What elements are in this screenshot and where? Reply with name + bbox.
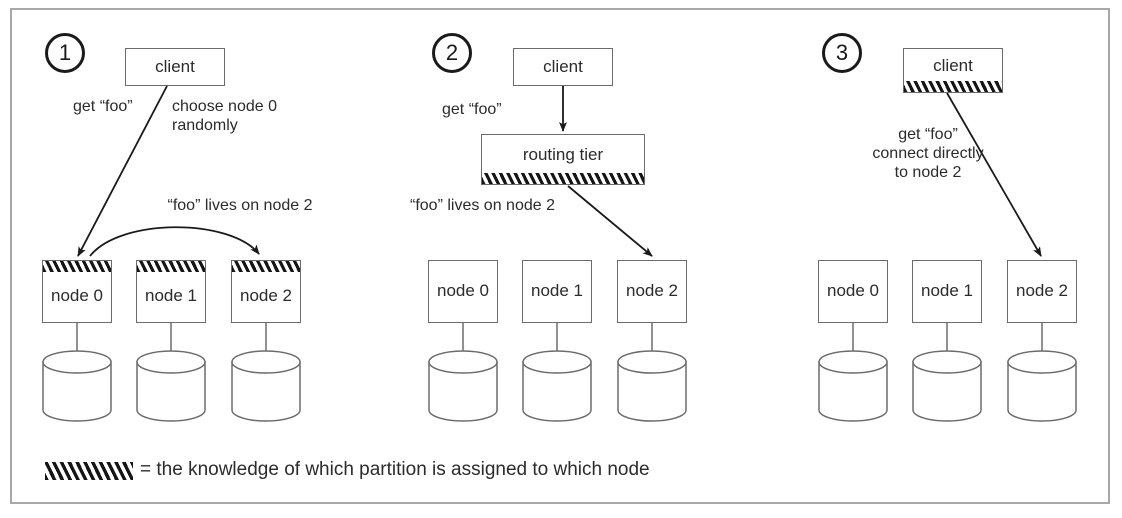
panel2-routing-tier-hatch-icon [482, 173, 644, 184]
panel1-node-2-label: node 2 [240, 286, 292, 305]
panel3-client-box[interactable]: client [903, 48, 1003, 93]
panel2-node-1-label: node 1 [531, 281, 583, 300]
panel1-node-2-box[interactable]: node 2 [231, 260, 301, 323]
panel2-caption-get-foo: get “foo” [442, 101, 502, 118]
panel3-node-1-label: node 1 [921, 281, 973, 300]
panel3-client-label: client [933, 56, 973, 75]
panel2-caption-foo-lives: “foo” lives on node 2 [410, 197, 555, 214]
panel1-node-0-box[interactable]: node 0 [42, 260, 112, 323]
panel3-caption-connect-directly: connect directly [872, 145, 984, 162]
panel2-client-label: client [543, 57, 583, 76]
legend-text: = the knowledge of which partition is as… [140, 459, 650, 480]
panel1-node-2-hatch-icon [232, 261, 300, 272]
panel3-node-1-box[interactable]: node 1 [912, 260, 982, 323]
panel1-caption-randomly: randomly [172, 117, 238, 134]
panel1-node-1-label: node 1 [145, 286, 197, 305]
panel2-client-box[interactable]: client [513, 48, 613, 86]
panel2-node-1-box[interactable]: node 1 [522, 260, 592, 323]
panel2-node-2-label: node 2 [626, 281, 678, 300]
panel3-node-2-box[interactable]: node 2 [1007, 260, 1077, 323]
panel3-store-2-label: “foo” [1025, 375, 1059, 392]
panel1-node-1-box[interactable]: node 1 [136, 260, 206, 323]
panel1-caption-choose-node: choose node 0 [172, 98, 277, 115]
panel1-node-0-label: node 0 [51, 286, 103, 305]
panel1-node-0-hatch-icon [43, 261, 111, 272]
panel2-node-2-box[interactable]: node 2 [617, 260, 687, 323]
panel1-caption-foo-lives: “foo” lives on node 2 [167, 197, 313, 214]
panel2-node-0-label: node 0 [437, 281, 489, 300]
panel1-node-1-hatch-icon [137, 261, 205, 272]
panel3-node-0-label: node 0 [827, 281, 879, 300]
panel1-caption-get-foo: get “foo” [73, 98, 133, 115]
panel-number-2: 2 [432, 33, 472, 73]
panel-number-3: 3 [822, 33, 862, 73]
panel3-client-hatch-icon [904, 81, 1002, 92]
panel1-client-box[interactable]: client [125, 48, 225, 86]
panel2-node-0-box[interactable]: node 0 [428, 260, 498, 323]
panel1-client-label: client [155, 57, 195, 76]
panel-number-1: 1 [45, 33, 85, 73]
panel3-node-0-box[interactable]: node 0 [818, 260, 888, 323]
legend-hatch-swatch-icon [45, 462, 133, 480]
panel2-routing-tier-box[interactable]: routing tier [481, 134, 645, 185]
panel1-store-2-label: “foo” [249, 375, 283, 392]
panel2-routing-tier-label: routing tier [522, 145, 604, 164]
panel3-caption-get-foo: get “foo” [898, 126, 958, 143]
panel3-node-2-label: node 2 [1016, 281, 1068, 300]
panel2-store-2-label: “foo” [635, 375, 669, 392]
panel3-caption-to-node-2: to node 2 [894, 164, 962, 181]
